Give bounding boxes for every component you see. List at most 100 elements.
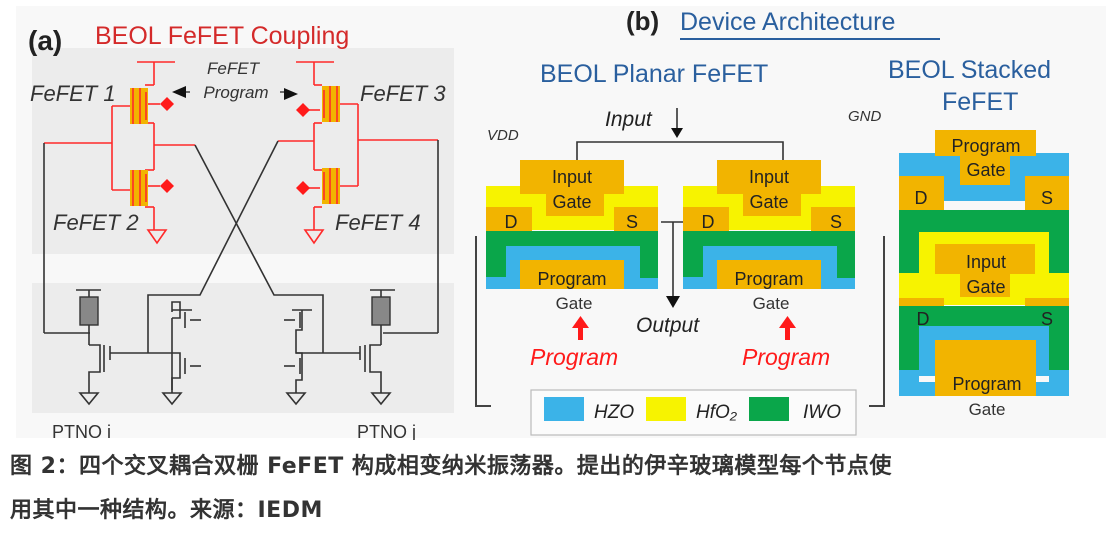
source-label: S bbox=[830, 212, 842, 232]
program-arrow-icon bbox=[578, 326, 583, 340]
program-label-left: Program bbox=[530, 344, 618, 370]
planar-device-labels: Input Gate Input Gate D S D S Program Pr… bbox=[505, 167, 843, 289]
fefet-program-label-line2: Program bbox=[203, 83, 268, 102]
ptno-right-resistor-icon bbox=[371, 296, 391, 326]
figure-caption-line2: 用其中一种结构。来源：IEDM bbox=[10, 498, 323, 523]
program-gate bbox=[935, 340, 1036, 396]
source-contact bbox=[1025, 298, 1069, 308]
program-label-right: Program bbox=[742, 344, 830, 370]
input-arrow-icon bbox=[671, 128, 683, 138]
input-gate-label: Input bbox=[552, 167, 592, 187]
ptno-left-resistor-icon bbox=[79, 296, 99, 326]
fefet-4-label: FeFET 4 bbox=[335, 210, 421, 235]
fefet-4-gate-stack bbox=[322, 168, 340, 204]
legend-label-hfo2: HfO₂ bbox=[696, 402, 738, 423]
program-arrow-icon bbox=[779, 316, 796, 328]
hzo-layer bbox=[683, 277, 703, 289]
fefet-2-gate-stack bbox=[130, 170, 148, 206]
input-gate-label: Input bbox=[966, 252, 1006, 272]
stacked-program-gate-sublabel: Gate bbox=[969, 400, 1006, 419]
legend-swatch-iwo bbox=[749, 397, 789, 421]
fefet-2-label: FeFET 2 bbox=[53, 210, 139, 235]
bracket-right bbox=[869, 236, 885, 407]
drain-label: D bbox=[917, 309, 930, 329]
fefet-2-ground-icon bbox=[146, 229, 168, 245]
input-gate-label: Gate bbox=[966, 277, 1005, 297]
fefet-4-program-terminal-icon bbox=[296, 181, 310, 195]
drain-label: D bbox=[915, 188, 928, 208]
input-gate-label: Gate bbox=[749, 192, 788, 212]
input-gate bbox=[546, 186, 604, 216]
figure-caption-line1: 图 2：四个交叉耦合双栅 FeFET 构成相变纳米振荡器。提出的伊辛玻璃模型每个… bbox=[10, 454, 892, 479]
fefet-2-program-terminal-icon bbox=[160, 179, 174, 193]
legend-label-iwo: IWO bbox=[803, 402, 841, 423]
drain-label: D bbox=[505, 212, 518, 232]
stacked-title-line1: BEOL Stacked bbox=[888, 56, 1051, 84]
fefet-right-circuit bbox=[278, 61, 438, 230]
program-gate-label: Gate bbox=[556, 294, 593, 313]
input-gate bbox=[960, 270, 1010, 297]
cross-coupling-wires bbox=[43, 140, 439, 353]
stacked-title-line2: FeFET bbox=[942, 88, 1018, 116]
program-gate-label: Gate bbox=[753, 294, 790, 313]
vdd-label: VDD bbox=[487, 127, 519, 144]
drain-label: D bbox=[702, 212, 715, 232]
panel-b-label: (b) bbox=[626, 6, 659, 36]
panel-b: (b) Device Architecture BEOL Planar FeFE… bbox=[475, 6, 1069, 436]
planar-title: BEOL Planar FeFET bbox=[540, 60, 768, 88]
drain-contact bbox=[683, 207, 729, 231]
output-label: Output bbox=[636, 314, 700, 337]
hzo-layer bbox=[486, 277, 506, 289]
program-gate-label: Program bbox=[951, 136, 1020, 156]
gnd-label: GND bbox=[848, 108, 882, 125]
source-contact bbox=[1025, 176, 1069, 210]
legend-swatch-hfo2 bbox=[646, 397, 686, 421]
legend-box bbox=[530, 389, 857, 436]
hzo-layer bbox=[1049, 370, 1069, 384]
ground-icon bbox=[78, 392, 100, 406]
panel-a-label: (a) bbox=[28, 25, 62, 56]
ptno-circuits bbox=[76, 289, 395, 393]
fefet-left-circuit bbox=[44, 61, 195, 230]
fefet-3-gate-stack bbox=[322, 86, 340, 122]
stacked-device-labels: Program Gate D S Input Gate D S Program bbox=[915, 136, 1054, 394]
stacked-fefet bbox=[899, 130, 1069, 396]
program-gate bbox=[717, 260, 821, 289]
figure: (a) BEOL FeFET Coupling bbox=[28, 6, 1069, 440]
program-label-background bbox=[190, 58, 280, 104]
program-gate bbox=[960, 150, 1010, 185]
source-label: S bbox=[1041, 188, 1053, 208]
program-arrow-icon bbox=[572, 316, 589, 328]
ground-icon bbox=[161, 392, 183, 406]
fefet-program-label-line1: FeFET bbox=[207, 59, 261, 78]
drain-contact bbox=[899, 298, 944, 308]
iwo-layer bbox=[837, 231, 855, 278]
program-gate-label: Gate bbox=[966, 160, 1005, 180]
fefet-left-gate-lines bbox=[132, 88, 147, 206]
legend-label-hzo: HZO bbox=[594, 402, 634, 423]
fefet-3-program-terminal-icon bbox=[296, 103, 310, 117]
source-contact bbox=[811, 207, 855, 231]
program-gate bbox=[520, 260, 624, 289]
bracket-left bbox=[475, 236, 491, 407]
panel-a-title: BEOL FeFET Coupling bbox=[95, 22, 349, 50]
program-gate-label: Program bbox=[537, 269, 606, 289]
planar-gate-sublabels: Gate Gate bbox=[556, 294, 790, 313]
fefet-right-gate-lines bbox=[323, 86, 338, 204]
program-gate-label: Program bbox=[952, 374, 1021, 394]
material-legend: HZO HfO₂ IWO bbox=[530, 389, 857, 436]
ground-icon bbox=[285, 392, 307, 406]
source-label: S bbox=[626, 212, 638, 232]
legend-swatch-hzo bbox=[544, 397, 584, 421]
hzo-layer bbox=[899, 370, 919, 384]
input-gate-label: Gate bbox=[552, 192, 591, 212]
iwo-layer bbox=[640, 231, 658, 278]
input-gate bbox=[743, 186, 801, 216]
ground-icon bbox=[370, 392, 392, 406]
planar-fefet-right bbox=[683, 160, 855, 289]
ptno-left-label: PTNO i bbox=[52, 422, 111, 440]
drain-contact bbox=[899, 176, 944, 210]
input-gate-label: Input bbox=[749, 167, 789, 187]
input-gate bbox=[935, 244, 1035, 274]
panel-b-title: Device Architecture bbox=[680, 8, 895, 36]
